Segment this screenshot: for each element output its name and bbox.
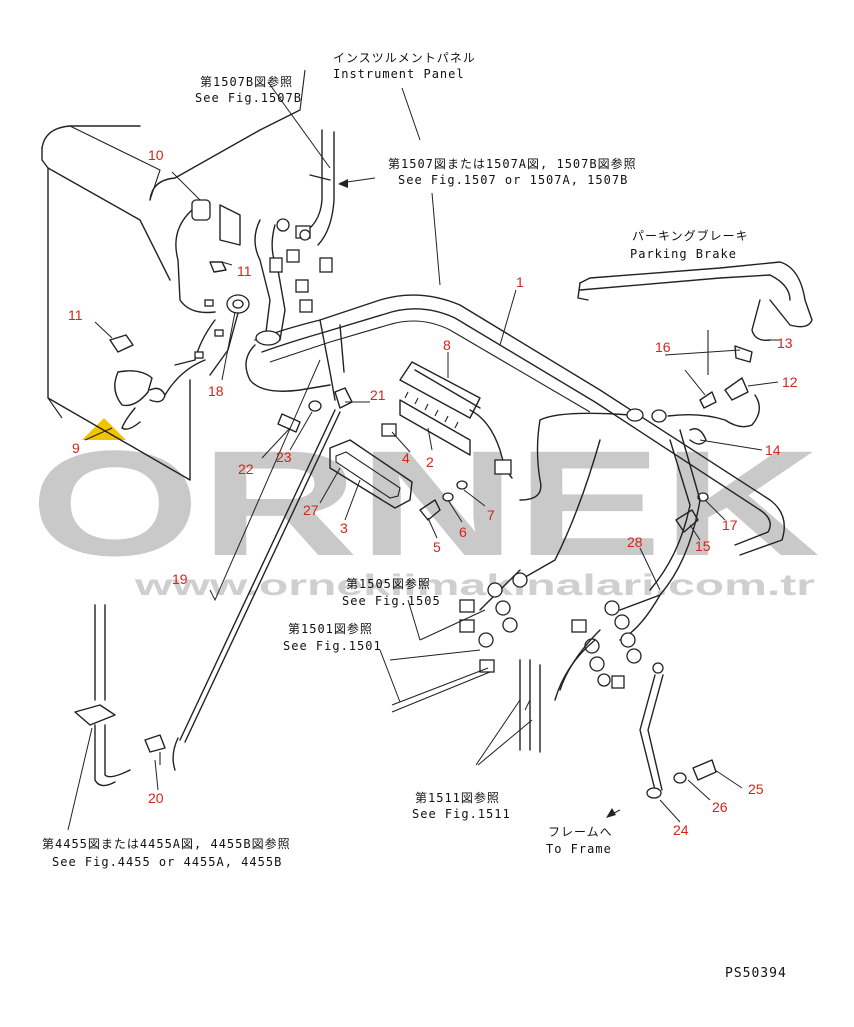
part-number-6: 6 — [459, 524, 467, 540]
part-number-callouts: 1 2 3 4 5 6 7 8 9 10 11 11 12 13 14 15 1… — [68, 147, 798, 838]
part-number-24: 24 — [673, 822, 689, 838]
part-number-11b: 11 — [68, 307, 83, 323]
fig4455-pipe — [74, 604, 131, 787]
part-number-21: 21 — [370, 387, 386, 403]
part-number-10: 10 — [148, 147, 164, 163]
mounting-bracket — [329, 439, 413, 509]
part-number-19: 19 — [172, 571, 188, 587]
watermark-accent-mark — [82, 418, 126, 440]
part-number-26: 26 — [712, 799, 728, 815]
lamp-assembly — [109, 334, 206, 430]
fig1501-en: See Fig.1501 — [283, 639, 382, 653]
watermark-url: www.ornekiimakinalari.com.tr — [133, 569, 815, 602]
fig1505-jp: 第1505図参照 — [346, 576, 431, 591]
part-number-11a: 11 — [237, 263, 252, 279]
frame-en: To Frame — [546, 842, 612, 856]
part-number-3: 3 — [340, 520, 348, 536]
frame-jp: フレームへ — [548, 825, 613, 839]
fig1507b-jp: 第1507B図参照 — [200, 74, 293, 89]
part-number-23: 23 — [276, 449, 292, 465]
fig1507-en: See Fig.1507 or 1507A, 1507B — [398, 173, 628, 187]
part-number-27: 27 — [303, 502, 319, 518]
part-number-7: 7 — [487, 507, 495, 523]
part-number-14: 14 — [765, 442, 781, 458]
part-number-8: 8 — [443, 337, 451, 353]
drawing-code: PS50394 — [725, 966, 787, 981]
part-number-25: 25 — [748, 781, 764, 797]
fasteners — [277, 387, 468, 521]
fig1507b-en: See Fig.1507B — [195, 91, 302, 105]
leader-lines — [67, 81, 780, 831]
watermark: ORNEK www.ornekiimakinalari.com.tr — [30, 418, 820, 602]
main-harness — [245, 294, 785, 556]
part-number-28: 28 — [627, 534, 643, 550]
reference-arrows — [338, 177, 621, 818]
instrument-panel-body — [41, 69, 306, 481]
part-number-5: 5 — [433, 539, 441, 555]
ground-cable — [639, 662, 717, 799]
part-number-13: 13 — [777, 335, 793, 351]
fig1501-jp: 第1501図参照 — [288, 621, 373, 636]
left-connector-cluster — [174, 199, 250, 376]
fig4455-jp: 第4455図または4455A図, 4455B図参照 — [42, 836, 291, 851]
reference-labels: インスツルメントパネル Instrument Panel 第1507B図参照 S… — [42, 51, 749, 869]
fig1505-en: See Fig.1505 — [342, 594, 441, 608]
parking-brake-en: Parking Brake — [630, 247, 737, 261]
upper-harness-branch — [254, 129, 335, 346]
fig1511-en: See Fig.1511 — [412, 807, 511, 821]
fig1511-wires — [389, 609, 541, 753]
switch-cable — [144, 409, 341, 771]
fig1507-jp: 第1507図または1507A図, 1507B図参照 — [388, 156, 637, 171]
instrument-panel-jp: インスツルメントパネル — [333, 51, 476, 65]
part-number-17: 17 — [722, 517, 738, 533]
part-number-16: 16 — [655, 339, 671, 355]
part-number-12: 12 — [782, 374, 798, 390]
instrument-panel-en: Instrument Panel — [333, 67, 465, 81]
fig1511-jp: 第1511図参照 — [415, 790, 500, 805]
fig4455-en: See Fig.4455 or 4455A, 4455B — [52, 855, 282, 869]
parking-brake-branch — [519, 261, 813, 533]
part-number-15: 15 — [695, 538, 711, 554]
part-number-18: 18 — [208, 383, 224, 399]
part-number-22: 22 — [238, 461, 254, 477]
part-number-20: 20 — [148, 790, 164, 806]
lower-harness — [459, 429, 701, 701]
parking-brake-jp: パーキングブレーキ — [632, 228, 749, 243]
part-number-9: 9 — [72, 440, 80, 456]
part-number-4: 4 — [402, 450, 410, 466]
fuse-block — [381, 361, 513, 479]
part-number-2: 2 — [426, 454, 434, 470]
part-number-1: 1 — [516, 274, 524, 290]
